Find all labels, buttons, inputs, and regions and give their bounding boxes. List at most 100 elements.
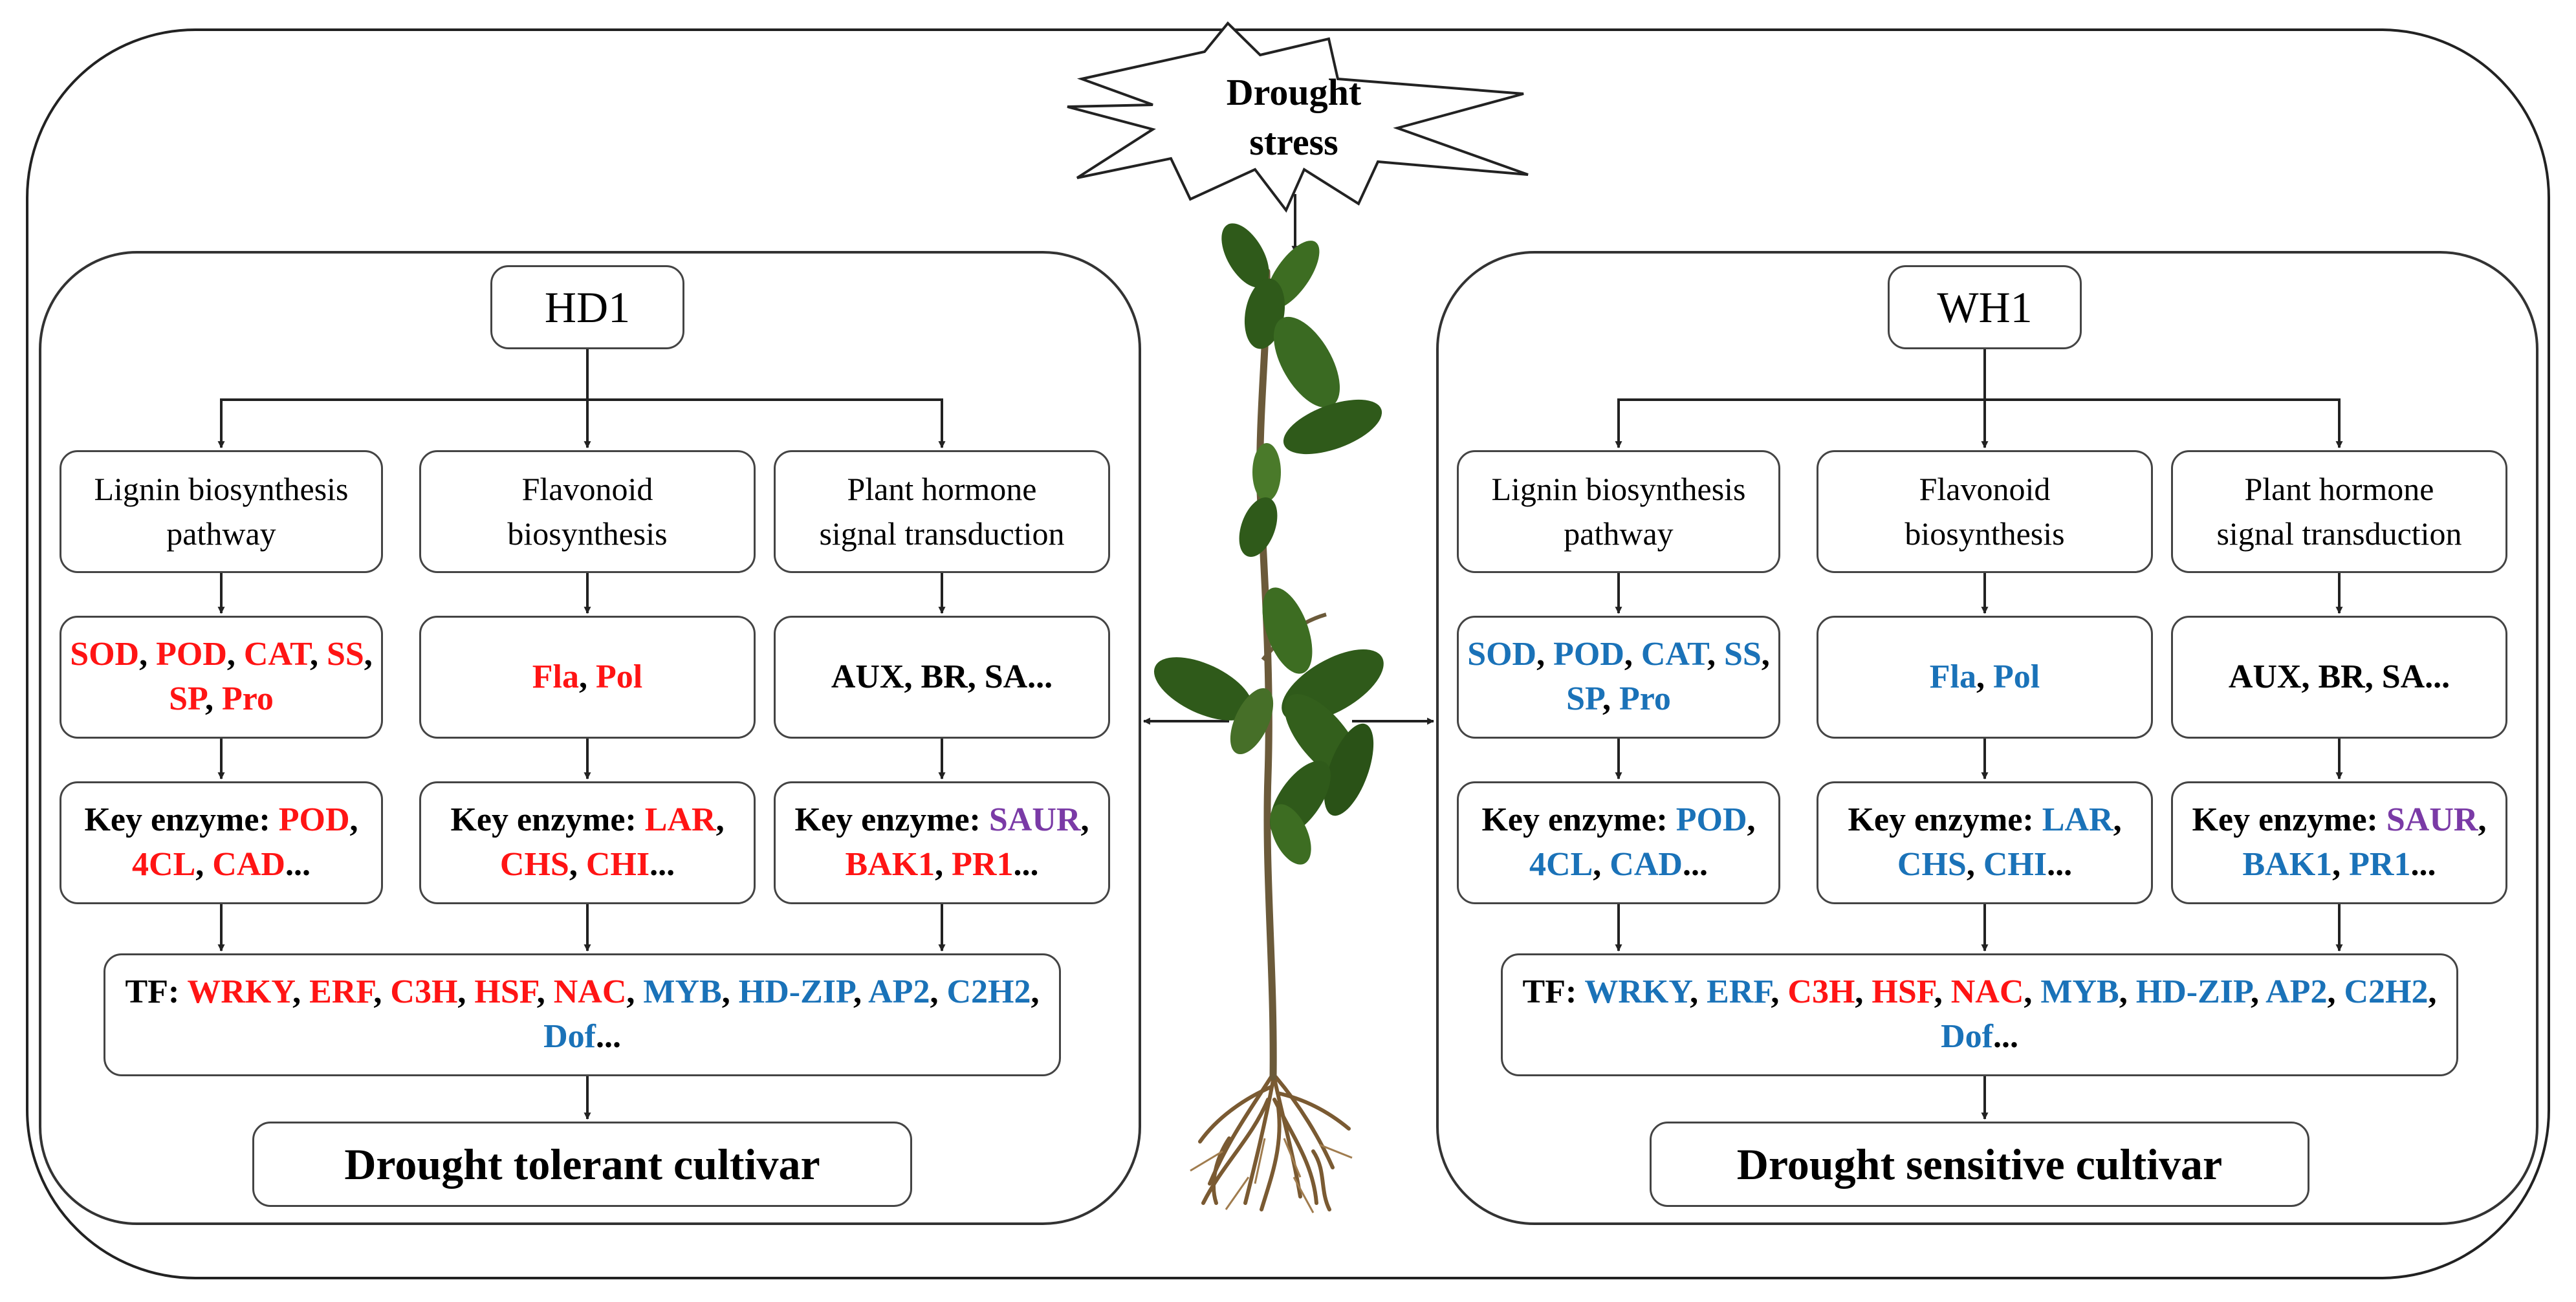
enzyme-box-hd1-3-text: Key enzyme: SAUR,BAK1, PR1...	[795, 798, 1089, 887]
metabolite-box-wh1-3: AUX, BR, SA...	[2171, 616, 2507, 739]
separator-text: ,	[536, 973, 554, 1011]
pathway-line-1: Plant hormone	[847, 471, 1037, 507]
outcome-box-hd1: Drought tolerant cultivar	[252, 1122, 912, 1207]
pathway-line-1: Flavonoid	[521, 471, 653, 507]
gene-label: Pro	[1619, 680, 1671, 717]
text-line: Fla, Pol	[532, 655, 642, 700]
gene-label: POD	[1675, 801, 1747, 839]
separator-text: Key enzyme:	[84, 801, 279, 839]
pathway-line-2: signal transduction	[2216, 515, 2462, 552]
cultivar-name: HD1	[544, 282, 631, 332]
separator-text: ,	[1602, 680, 1619, 717]
separator-text: TF:	[125, 973, 188, 1011]
text-line: SP, Pro	[1467, 677, 1770, 722]
separator-text: ,	[2327, 973, 2344, 1011]
metabolite-box-hd1-2: Fla, Pol	[419, 616, 756, 739]
drought-stress-line-2: stress	[1249, 120, 1338, 163]
gene-label: POD	[156, 636, 227, 673]
separator-text: Key enzyme:	[1481, 801, 1676, 839]
flow-connectors	[217, 194, 2343, 1120]
gene-label: C2H2	[2344, 973, 2429, 1011]
gene-label: WRKY	[187, 973, 293, 1011]
separator-text: ,	[935, 846, 952, 883]
separator-text: ,	[1080, 801, 1089, 839]
gene-label: Pol	[1993, 658, 2040, 695]
gene-label: LAR	[644, 801, 716, 839]
gene-label: C3H	[390, 973, 458, 1011]
drought-stress-label: Drought stress	[1139, 68, 1449, 167]
enzyme-box-wh1-3-text: Key enzyme: SAUR,BAK1, PR1...	[2192, 798, 2487, 887]
text-line: Key enzyme: LAR,	[1848, 798, 2121, 843]
separator-text: ,	[1934, 973, 1951, 1011]
separator-text: ,	[930, 973, 947, 1011]
separator-text: ,	[457, 973, 475, 1011]
separator-text: ,	[853, 973, 869, 1011]
gene-label: 4CL	[1529, 846, 1593, 883]
separator-text: ,	[1593, 846, 1610, 883]
pathway-box-wh1-3-text: Plant hormone signal transduction	[2216, 467, 2461, 556]
separator-text: ,	[1536, 636, 1554, 673]
separator-text: ,	[626, 973, 644, 1011]
gene-label: HD-ZIP	[738, 973, 853, 1011]
gene-label: WRKY	[1584, 973, 1690, 1011]
separator-text: ...	[595, 1018, 621, 1055]
cultivar-title-wh1-text: WH1	[1937, 282, 2032, 333]
metabolite-box-hd1-1: SOD, POD, CAT, SS,SP, Pro	[60, 616, 383, 739]
metabolite-box-wh1-1: SOD, POD, CAT, SS,SP, Pro	[1457, 616, 1780, 739]
pathway-line-1: Plant hormone	[2244, 471, 2434, 507]
gene-label: POD	[278, 801, 350, 839]
text-line: BAK1, PR1...	[2192, 843, 2487, 887]
separator-text: ,	[373, 973, 391, 1011]
text-line: CHS, CHI...	[1848, 843, 2121, 887]
text-line: AUX, BR, SA...	[831, 655, 1053, 700]
separator-text: ,	[1976, 658, 1993, 695]
separator-text: Key enzyme:	[1848, 801, 2042, 839]
enzyme-box-wh1-3: Key enzyme: SAUR,BAK1, PR1...	[2171, 781, 2507, 904]
metabolite-box-hd1-2-text: Fla, Pol	[532, 655, 642, 700]
gene-label: Dof	[1941, 1018, 1993, 1055]
separator-text: ,	[2113, 801, 2122, 839]
gene-label: CAT	[243, 636, 310, 673]
gene-label: CHS	[1897, 846, 1967, 883]
separator-text: AUX, BR, SA...	[2228, 658, 2450, 695]
pathway-line-2: pathway	[166, 515, 276, 552]
gene-label: ERF	[309, 973, 374, 1011]
separator-text: ,	[1966, 846, 1983, 883]
gene-label: 4CL	[132, 846, 196, 883]
cultivar-title-hd1-text: HD1	[545, 282, 630, 333]
separator-text: ,	[2478, 801, 2487, 839]
enzyme-box-wh1-1: Key enzyme: POD,4CL, CAD...	[1457, 781, 1780, 904]
pathway-line-1: Lignin biosynthesis	[1491, 471, 1746, 507]
outcome-label: Drought tolerant cultivar	[344, 1139, 820, 1189]
gene-label: ERF	[1707, 973, 1771, 1011]
separator-text: ,	[1031, 973, 1040, 1011]
panel-frame-hd1	[39, 251, 1141, 1225]
pathway-box-wh1-3: Plant hormone signal transduction	[2171, 450, 2507, 573]
separator-text: Key enzyme:	[794, 801, 989, 839]
gene-label: SS	[326, 636, 364, 673]
gene-label: Pol	[596, 658, 643, 695]
gene-label: HSF	[474, 973, 537, 1011]
text-line: CHS, CHI...	[450, 843, 724, 887]
gene-label: Fla	[1929, 658, 1976, 695]
text-line: Key enzyme: LAR,	[450, 798, 724, 843]
gene-label: SP	[1566, 680, 1602, 717]
text-line: SP, Pro	[70, 677, 373, 722]
text-line: AUX, BR, SA...	[2229, 655, 2450, 700]
separator-text: AUX, BR, SA...	[831, 658, 1053, 695]
separator-text: ,	[139, 636, 157, 673]
separator-text: ,	[569, 846, 586, 883]
outcome-box-hd1-text: Drought tolerant cultivar	[344, 1139, 820, 1190]
gene-label: SOD	[1467, 636, 1537, 673]
separator-text: ...	[1013, 846, 1039, 883]
separator-text: ,	[309, 636, 327, 673]
text-line: Fla, Pol	[1930, 655, 2040, 700]
separator-text: Key enzyme:	[450, 801, 645, 839]
separator-text: ,	[2119, 973, 2136, 1011]
gene-label: CHI	[1983, 846, 2047, 883]
separator-text: ,	[1855, 973, 1872, 1011]
